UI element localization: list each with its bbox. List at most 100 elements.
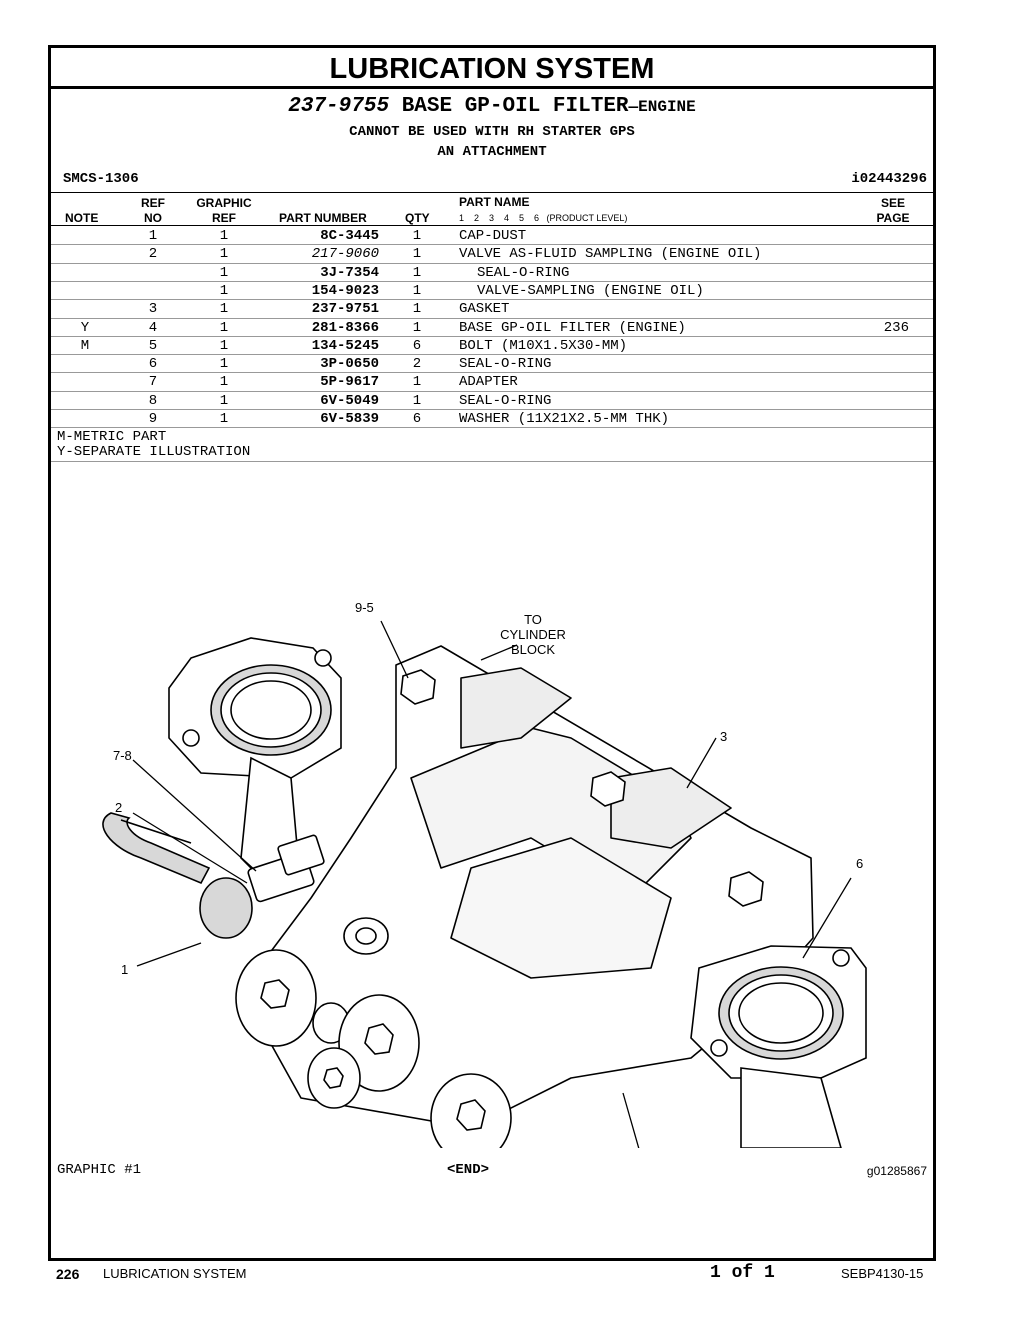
row-rule [51,409,933,410]
header-top-rule [51,192,933,193]
row-ref-no: 3 [148,301,158,318]
condition-line-1: CANNOT BE USED WITH RH STARTER GPS [349,124,635,140]
row-ref-no: 5 [148,337,158,354]
row-part-number[interactable]: 281-8366 [311,319,379,336]
callout-2: 2 [115,800,122,815]
row-part-number[interactable]: 3P-0650 [320,356,379,373]
row-part-name: BOLT (M10X1.5X30-MM) [459,337,628,354]
callout-cylinder: CYLINDER [500,627,566,642]
left-flange [168,637,342,884]
callout-block: BLOCK [511,642,555,657]
col-header-part-name: PART NAME [459,195,530,209]
assembly-suffix: —ENGINE [628,98,696,116]
graphic-label: GRAPHIC #1 [57,1162,142,1178]
row-qty: 6 [412,411,422,427]
row-qty: 1 [412,228,422,244]
page-of-count: 1 of 1 [710,1263,775,1283]
row-ref-no: 4 [148,319,158,336]
row-graphic-ref: 1 [219,301,229,318]
right-flange [690,945,867,1148]
graphic-id: g01285867 [866,1164,927,1178]
leader-lines [132,620,852,1148]
row-part-number[interactable]: 8C-3445 [320,228,379,244]
row-part-number[interactable]: 154-9023 [311,282,379,299]
row-graphic-ref: 1 [219,228,229,244]
table-row: 3 1 237-9751 1 GASKET [51,300,933,318]
footer-section: LUBRICATION SYSTEM [103,1266,247,1281]
row-part-name: VALVE-SAMPLING (ENGINE OIL) [477,282,704,299]
page-frame: LUBRICATION SYSTEM 237-9755 BASE GP-OIL … [48,45,936,1261]
row-part-number[interactable]: 6V-5049 [320,392,379,409]
row-rule [51,427,933,429]
row-part-name: SEAL-O-RING [459,356,552,373]
row-qty: 1 [412,246,422,263]
row-part-name: GASKET [459,301,510,318]
col-header-graphic-bottom: REF [212,211,236,225]
row-part-number[interactable]: 5P-9617 [320,374,379,391]
col-header-qty: QTY [405,211,430,225]
assembly-name: BASE GP-OIL FILTER [401,95,629,118]
row-part-name: SEAL-O-RING [477,264,570,281]
row-part-number[interactable]: 217-9060 [311,246,379,263]
row-qty: 1 [412,282,422,299]
row-ref-no: 7 [148,374,158,391]
row-ref-no: 2 [148,246,158,263]
parts-illustration: 9-5 TO CYLINDER BLOCK 3 7-8 2 6 1 4 [102,600,867,1148]
callout-1: 1 [121,962,128,977]
table-row: 1 3J-7354 1 SEAL-O-RING [51,264,933,282]
row-part-number[interactable]: 134-5245 [311,337,379,354]
row-part-number[interactable]: 3J-7354 [320,264,379,281]
row-ref-no: 8 [148,392,158,409]
row-rule [51,372,933,374]
row-graphic-ref: 1 [219,282,229,299]
condition-line-2: AN ATTACHMENT [437,144,547,160]
row-rule [51,280,933,282]
note-separate-illustration: Y-SEPARATE ILLUSTRATION [57,444,251,460]
row-part-number[interactable]: 237-9751 [311,301,379,318]
row-graphic-ref: 1 [219,337,229,354]
row-note: Y [80,319,90,336]
callout-3: 3 [720,729,727,744]
row-qty: 1 [412,374,422,391]
row-qty: 1 [412,392,422,409]
col-header-see-top: SEE [880,196,905,210]
col-header-ref-top: REF [141,196,165,210]
col-header-note: NOTE [65,211,99,225]
row-rule [51,335,933,337]
row-qty: 1 [412,319,422,336]
col-header-part-number: PART NUMBER [279,211,367,225]
table-row: 1 154-9023 1 VALVE-SAMPLING (ENGINE OIL) [51,282,933,300]
assembly-part-number[interactable]: 237-9755 [288,95,390,118]
document-number: SEBP4130-15 [841,1266,924,1281]
row-note: M [80,337,90,354]
row-graphic-ref: 1 [219,319,229,336]
row-graphic-ref: 1 [219,392,229,409]
header-bottom-rule [51,225,933,226]
row-graphic-ref: 1 [219,264,229,281]
row-qty: 1 [412,264,422,281]
assembly-title: 237-9755 BASE GP-OIL FILTER—ENGINE [51,95,933,118]
bolts [400,669,764,907]
row-ref-no: 6 [148,356,158,373]
col-header-graphic-top: GRAPHIC [196,196,252,210]
row-graphic-ref: 1 [219,356,229,373]
row-qty: 1 [412,301,422,318]
row-part-number[interactable]: 6V-5839 [320,411,379,427]
page-number: 226 [56,1266,80,1282]
row-rule [51,390,933,392]
callout-6: 6 [856,856,863,871]
row-part-name: VALVE AS-FLUID SAMPLING (ENGINE OIL) [459,246,762,263]
row-part-name: WASHER (11X21X2.5-MM THK) [459,411,670,427]
port-bosses [235,917,512,1148]
notes-rule [51,461,933,462]
document-ident: i02443296 [851,171,927,187]
row-ref-no: 1 [148,228,158,244]
note-metric: M-METRIC PART [57,429,167,445]
